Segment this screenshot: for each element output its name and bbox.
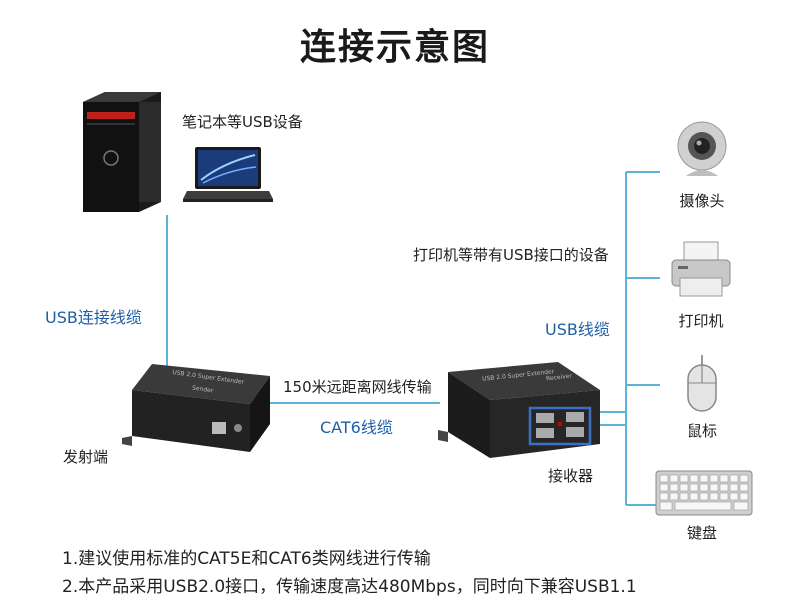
transmitter-box-icon [122,364,270,452]
receiver-label: 接收器 [548,467,594,485]
receiver-device: USB 2.0 Super Extender Receiver [438,360,603,470]
mouse-label: 鼠标 [686,422,717,440]
laptop-icon [183,147,273,202]
note-1: 1.建议使用标准的CAT5E和CAT6类网线进行传输 [62,549,431,569]
printer-icon [671,241,731,297]
cat6-label: CAT6线缆 [320,418,393,437]
usb-cable-left-label: USB连接线缆 [45,308,142,327]
transmitter-device: USB 2.0 Super Extender Sender [122,360,272,460]
page-title: 连接示意图 [299,27,490,68]
transmitter-label: 发射端 [63,448,109,466]
laptop-usb-label: 笔记本等USB设备 [182,113,303,131]
printer-usb-label: 打印机等带有USB接口的设备 [413,246,609,264]
camera-label: 摄像头 [679,192,725,210]
note-2: 2.本产品采用USB2.0接口，传输速度高达480Mbps，同时向下兼容USB1… [62,577,637,597]
printer-label: 打印机 [678,312,724,330]
desktop-pc-icon [83,92,161,212]
mouse-icon [687,355,717,412]
webcam-icon [677,121,727,176]
distance-label: 150米远距离网线传输 [283,378,432,396]
keyboard-icon [655,470,753,516]
keyboard-label: 键盘 [686,524,717,542]
usb-cable-right-label: USB线缆 [545,320,610,339]
receiver-box-icon [438,362,600,458]
